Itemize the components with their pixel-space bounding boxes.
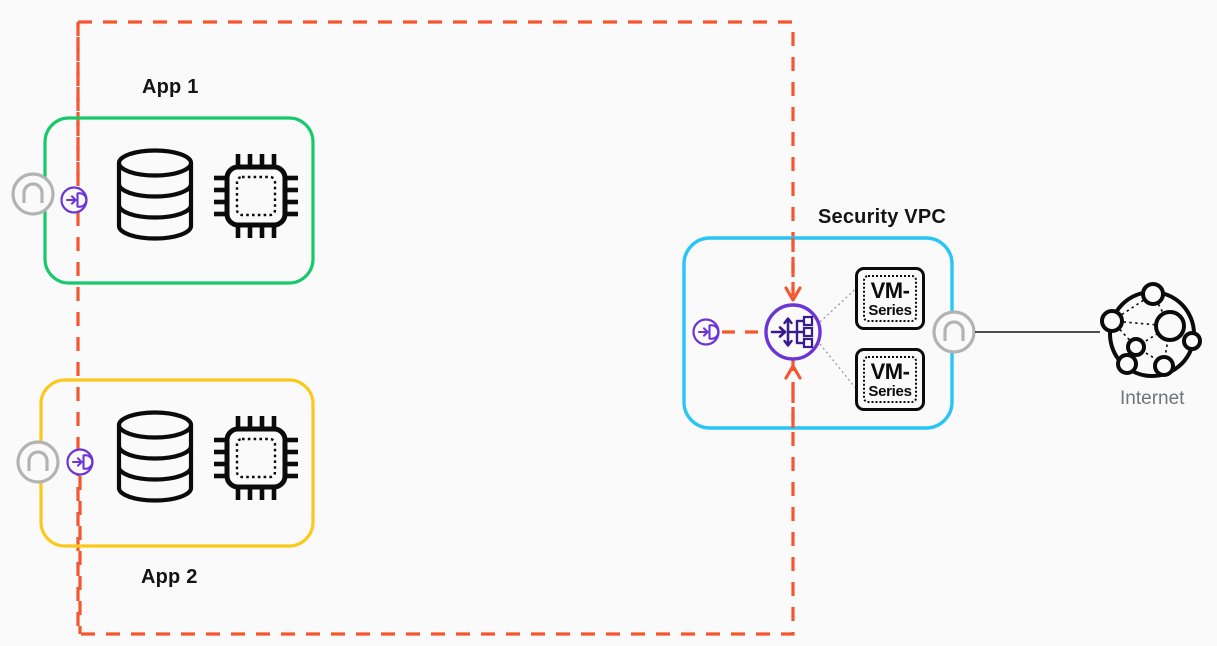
connector-transit-to-load-balancer [784, 238, 802, 302]
zone-label-app1: App 1 [142, 76, 199, 98]
endpoint-icon[interactable] [60, 186, 88, 214]
internet-label: Internet [1120, 388, 1185, 409]
vm-series-label-line2: Series [868, 301, 912, 319]
vm-series-label-line1: VM- [870, 277, 910, 303]
connector-load-balancer-to-transit [784, 364, 802, 428]
vm-series-appliance-2[interactable]: VM- Series [855, 348, 925, 411]
gateway-icon[interactable] [11, 172, 55, 216]
database-icon [116, 410, 194, 503]
vm-series-appliance-1[interactable]: VM- Series [855, 267, 925, 330]
cpu-chip-icon [214, 154, 298, 238]
cpu-chip-icon [214, 416, 298, 500]
internet-network-icon [1100, 282, 1202, 378]
transit-network-boundary [76, 20, 795, 636]
gateway-icon[interactable] [932, 310, 976, 354]
endpoint-icon[interactable] [692, 318, 720, 346]
endpoint-icon[interactable] [66, 448, 94, 476]
zone-label-app2: App 2 [141, 566, 198, 588]
load-balancer-icon[interactable] [764, 303, 822, 361]
database-icon [116, 148, 194, 241]
vm-series-label-line1: VM- [870, 358, 910, 384]
vm-series-label-line2: Series [868, 382, 912, 400]
vm-series-inner-2: VM- Series [863, 356, 917, 403]
zone-label-security-vpc: Security VPC [818, 206, 947, 228]
vm-series-inner-1: VM- Series [863, 275, 917, 322]
gateway-icon[interactable] [16, 440, 60, 484]
